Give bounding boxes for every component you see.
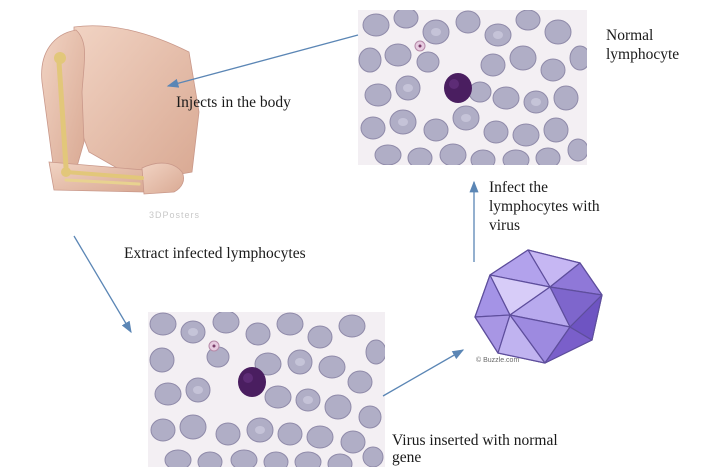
arrow-extract [74, 236, 131, 332]
arrow-insert-virus [383, 350, 463, 396]
arrow-to-body [168, 35, 358, 86]
